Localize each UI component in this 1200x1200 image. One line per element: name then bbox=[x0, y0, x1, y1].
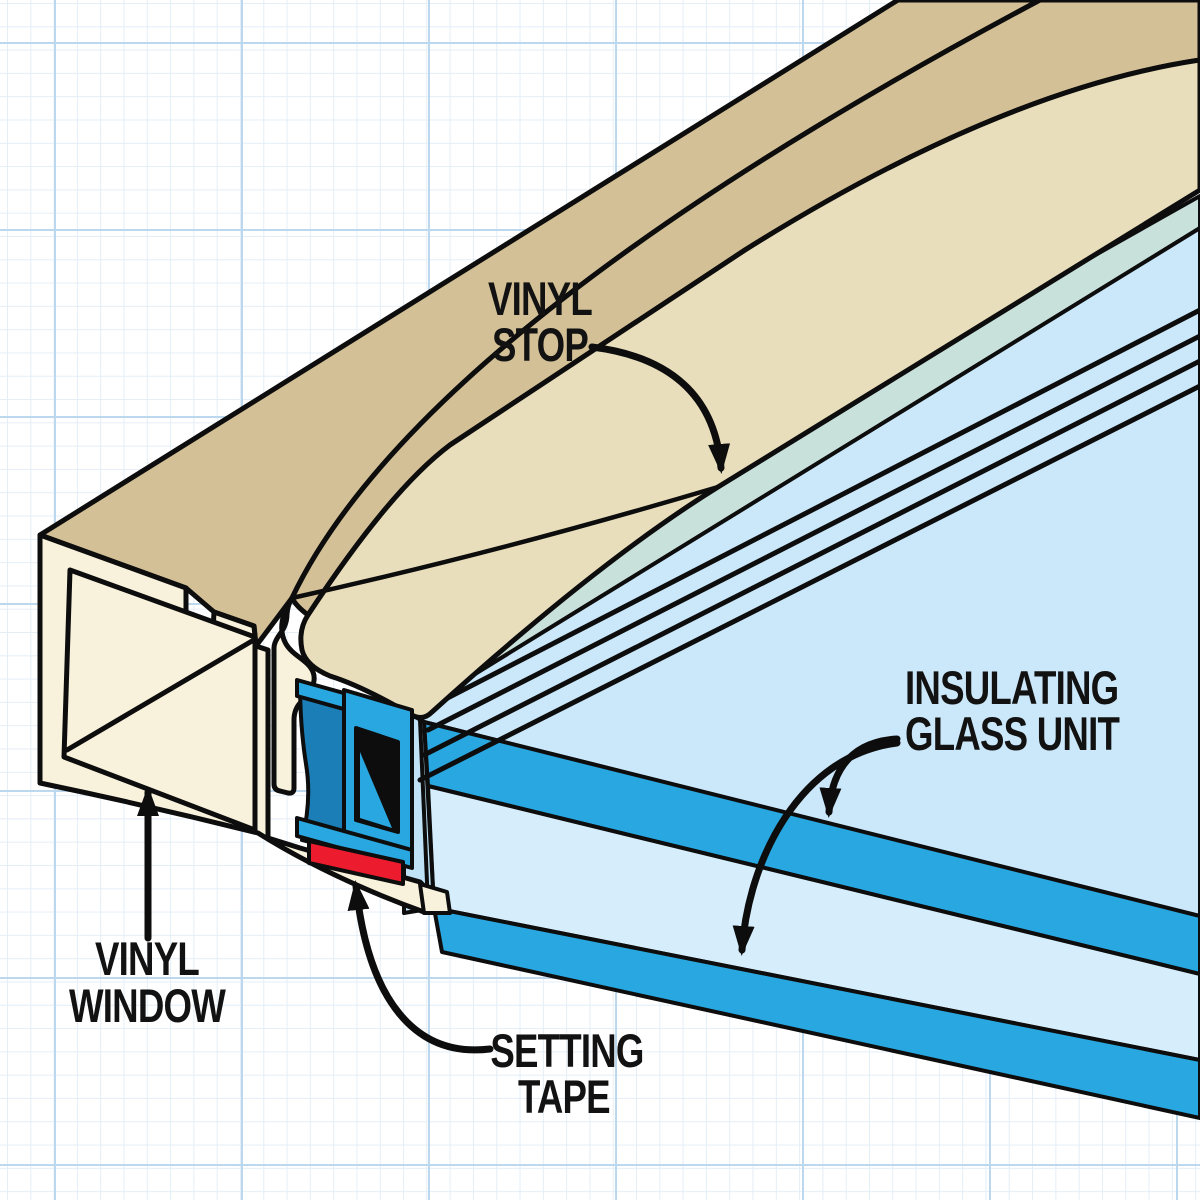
diagram-labels: VINYL STOP INSULATING GLASS UNIT VINYL W… bbox=[69, 273, 1121, 1123]
reflection-line bbox=[417, 383, 1200, 783]
label-insulating-glass-unit: INSULATING GLASS UNIT bbox=[905, 662, 1121, 760]
frame-flange-lip bbox=[418, 882, 452, 915]
label-vinyl-stop: VINYL STOP bbox=[488, 273, 593, 371]
label-setting-tape-line2: TAPE bbox=[518, 1071, 610, 1123]
label-vinyl-window-line1: VINYL bbox=[95, 933, 199, 985]
vinyl-stop-face bbox=[298, 57, 1200, 720]
spacer-bottom-bar bbox=[295, 816, 414, 870]
glass-edge-assembly bbox=[295, 678, 414, 886]
inner-pane-edge bbox=[432, 906, 1200, 1120]
label-setting-tape: SETTING TAPE bbox=[490, 1025, 644, 1123]
hollow-chamber-diagonal bbox=[64, 638, 255, 753]
setting-tape-arrow bbox=[347, 880, 494, 1054]
label-setting-tape-line1: SETTING bbox=[490, 1025, 643, 1077]
glass-section-cut-line bbox=[418, 718, 430, 907]
stop-face-fold-line bbox=[291, 484, 719, 601]
label-vinyl-window: VINYL WINDOW bbox=[69, 933, 227, 1032]
glass-unit-arrow-lower bbox=[732, 739, 901, 956]
leader-arrows bbox=[137, 343, 901, 1054]
label-insulating-glass-unit-line2: GLASS UNIT bbox=[905, 708, 1120, 760]
label-insulating-glass-unit-line1: INSULATING bbox=[905, 662, 1118, 714]
label-vinyl-stop-line1: VINYL bbox=[488, 273, 592, 325]
vinyl-stop-arrow bbox=[588, 343, 731, 474]
reflection-line bbox=[425, 333, 1200, 733]
spacer-tube-inner-wedge bbox=[360, 752, 392, 828]
vinyl-stop-section-cut bbox=[271, 595, 317, 796]
reflection-line bbox=[421, 358, 1200, 758]
glass-reflection-lines bbox=[417, 307, 1200, 783]
vinyl-window-frame bbox=[37, 0, 1200, 915]
setting-tape-strip bbox=[307, 839, 405, 886]
frame-hollow-chamber bbox=[61, 567, 258, 833]
reflection-line bbox=[429, 307, 1200, 709]
label-vinyl-window-line2: WINDOW bbox=[69, 980, 226, 1032]
label-vinyl-stop-line2: STOP bbox=[492, 319, 588, 371]
